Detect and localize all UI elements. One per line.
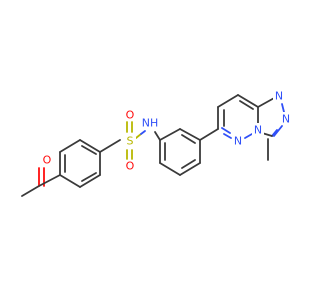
bond-ring1-inner-c — [81, 172, 97, 182]
bond-pyr-f-2 — [221, 127, 231, 134]
bond-pyr-f-1 — [223, 133, 232, 139]
bond-tri-c-inner — [271, 129, 278, 137]
atom-labels: O S O O NH N N N N — [41, 90, 292, 173]
atom-n-triazole-2: N — [282, 113, 290, 126]
bond-ring2-e — [159, 162, 181, 176]
bond-pyr-c-inner — [239, 100, 254, 110]
atom-s-sulfonyl: S — [127, 135, 134, 148]
bond-ring2-a — [159, 128, 181, 141]
atom-o-ketone: O — [43, 154, 52, 167]
atom-n-triazole-1: N — [275, 90, 283, 103]
structure-diagram: O S O O NH N N N N — [21, 90, 292, 197]
bond-ring-s — [99, 139, 121, 153]
bond-methyl-carbonyl — [21, 185, 40, 197]
bond-ring1-c — [79, 139, 101, 153]
label-bg-o-top — [124, 108, 136, 121]
bond-carbonyl-ring — [38, 174, 61, 187]
bond-ring2-d — [179, 162, 201, 176]
molecule-canvas: O S O O NH N N N N — [21, 90, 292, 197]
bond-ring1-inner-b — [81, 145, 97, 155]
bond-pyr-b — [217, 94, 239, 108]
label-bg-n-tri-1 — [273, 90, 285, 103]
benzene-ring-left — [59, 139, 101, 188]
atom-n-bridge: N — [254, 124, 262, 137]
label-bg-o-ketone — [41, 154, 53, 167]
bond-n-ring — [154, 131, 161, 141]
label-bg-n-tri-2 — [280, 112, 292, 125]
bond-s-n-b — [140, 130, 146, 135]
bond-ring1-b — [59, 139, 81, 153]
bond-ring2-inner-b — [181, 159, 196, 169]
bond-ring2-pyr — [199, 128, 219, 141]
bond-tri-c — [273, 125, 283, 137]
bond-tri-b — [281, 103, 285, 113]
label-bg-nh — [139, 116, 161, 129]
label-bg-s — [124, 134, 136, 147]
label-bg-o-bottom — [124, 160, 136, 173]
pyridazine-ring — [199, 94, 259, 141]
bond-ring1-e — [79, 174, 101, 188]
acetyl-group — [21, 167, 61, 197]
atom-o-top: O — [126, 109, 135, 122]
triazole-ring — [257, 96, 285, 161]
atom-n-pyridazine: N — [234, 135, 242, 148]
bond-ring2-b — [179, 128, 201, 141]
atom-o-bottom: O — [126, 160, 135, 173]
bond-pyr-c — [237, 94, 259, 108]
benzene-ring-middle — [159, 128, 201, 176]
label-bg-n-bridge — [252, 123, 264, 136]
atom-nh-amide: NH — [142, 117, 159, 130]
bond-ring1-f — [59, 174, 81, 188]
bond-s-n-a — [135, 133, 142, 139]
bond-pyr-e — [244, 133, 253, 139]
label-bg-n-pyr — [232, 134, 244, 147]
bond-ring2-inner-a — [181, 134, 196, 144]
sulfonamide-group — [99, 121, 161, 160]
